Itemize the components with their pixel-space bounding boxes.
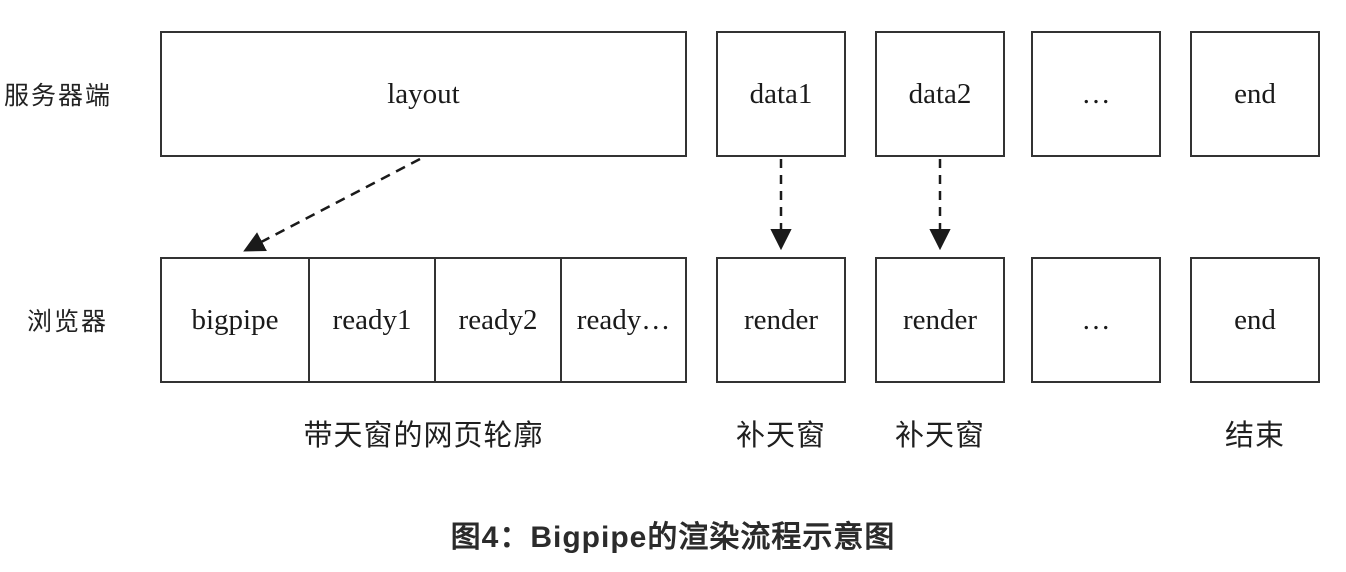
browser-ready2-cell: ready2 — [434, 259, 560, 381]
server-layout-box: layout — [160, 31, 687, 157]
server-layout-label: layout — [387, 77, 460, 110]
server-end-box: end — [1190, 31, 1320, 157]
server-data1-label: data1 — [749, 77, 813, 110]
figure-caption: 图4：Bigpipe的渲染流程示意图 — [450, 521, 896, 554]
annotation-patch2: 补天窗 — [894, 420, 985, 452]
browser-ready-more-cell: ready… — [560, 259, 685, 381]
server-ellipsis-box: … — [1031, 31, 1161, 157]
browser-ellipsis-box: … — [1031, 257, 1161, 383]
browser-end-label: end — [1234, 303, 1276, 336]
browser-row-label: 浏览器 — [26, 309, 108, 336]
server-end-label: end — [1234, 77, 1276, 110]
server-data2-label: data2 — [908, 77, 972, 110]
browser-ready2-label: ready2 — [458, 303, 538, 336]
server-data1-box: data1 — [716, 31, 846, 157]
browser-bigpipe-cell: bigpipe — [162, 259, 308, 381]
browser-ready-more-label: ready… — [576, 303, 671, 336]
dashed-arrow-layout-to-bigpipe — [243, 157, 421, 252]
browser-render1-box: render — [716, 257, 846, 383]
browser-bigpipe-label: bigpipe — [191, 303, 279, 336]
server-ellipsis-label: … — [1081, 77, 1111, 110]
browser-render2-box: render — [875, 257, 1005, 383]
browser-ellipsis-label: … — [1081, 303, 1111, 336]
browser-ready1-label: ready1 — [332, 303, 412, 336]
server-row-label: 服务器端 — [4, 83, 113, 110]
annotation-finish: 结束 — [1224, 420, 1285, 452]
annotation-patch1: 补天窗 — [735, 420, 826, 452]
browser-render1-label: render — [743, 303, 819, 336]
server-data2-box: data2 — [875, 31, 1005, 157]
browser-ready1-cell: ready1 — [308, 259, 434, 381]
browser-pipeline-strip: bigpipe ready1 ready2 ready… — [160, 257, 687, 383]
browser-render2-label: render — [902, 303, 978, 336]
annotation-skeleton: 带天窗的网页轮廓 — [303, 420, 544, 452]
browser-end-box: end — [1190, 257, 1320, 383]
